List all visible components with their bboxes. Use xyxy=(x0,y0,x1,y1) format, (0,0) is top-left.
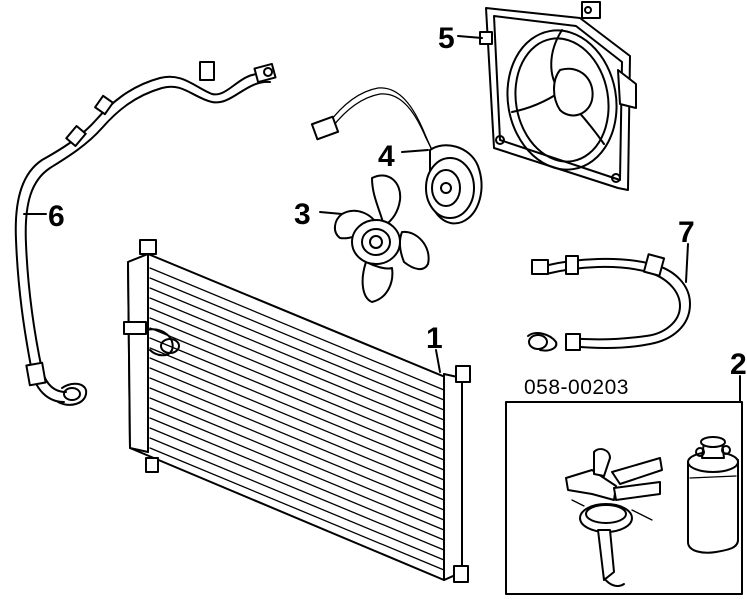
leader-3 xyxy=(319,211,343,215)
condenser xyxy=(123,239,471,583)
leader-4 xyxy=(401,149,429,153)
drier-bracket xyxy=(565,448,663,587)
fan-shroud xyxy=(479,1,637,191)
callout-2: 2 xyxy=(730,348,747,381)
fan-motor xyxy=(310,87,483,225)
callout-6: 6 xyxy=(48,200,65,233)
callout-3: 3 xyxy=(294,198,311,231)
drier-canister xyxy=(687,436,739,554)
ac-hose-suction xyxy=(527,253,691,352)
callout-5: 5 xyxy=(438,22,455,55)
part-number-label: 058-00203 xyxy=(524,376,629,399)
leader-5 xyxy=(457,35,483,39)
leader-1 xyxy=(435,349,441,373)
ac-hose-discharge xyxy=(14,61,277,406)
fan-blade xyxy=(334,174,430,303)
callout-4: 4 xyxy=(378,140,395,173)
condenser-fins xyxy=(149,267,445,571)
leader-7 xyxy=(685,243,689,283)
receiver-drier-kit xyxy=(505,375,743,595)
callout-7: 7 xyxy=(678,216,695,249)
callout-1: 1 xyxy=(426,322,443,355)
